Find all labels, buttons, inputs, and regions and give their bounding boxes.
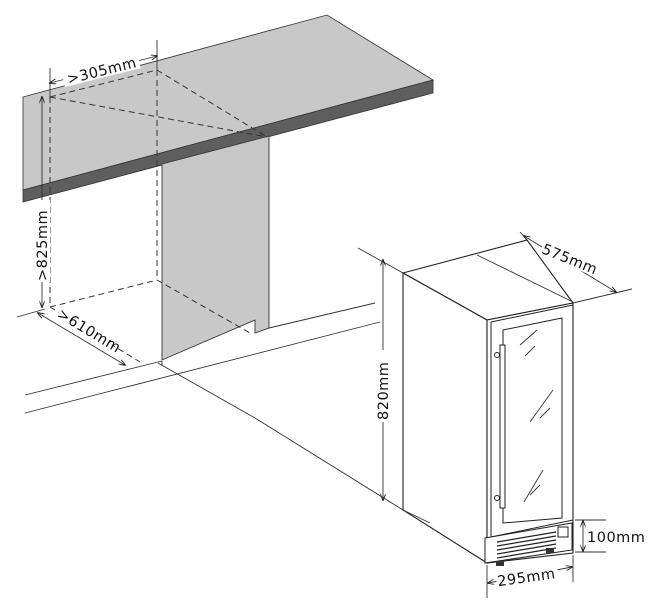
dimension-cutout-height: >825mm bbox=[34, 97, 51, 307]
floor-lines bbox=[16, 302, 404, 511]
countertop-edge bbox=[22, 79, 434, 203]
cutout-depth-label: >610mm bbox=[54, 306, 123, 356]
unit-width-label: 295mm bbox=[496, 566, 556, 590]
unit-height-label: 820mm bbox=[376, 362, 392, 420]
kickplate-height-label: 100mm bbox=[587, 530, 645, 546]
dimension-unit-height: 820mm bbox=[357, 247, 404, 500]
dimension-kickplate-height: 100mm bbox=[575, 519, 645, 553]
dimension-cutout-depth: >610mm bbox=[38, 304, 125, 365]
door-frame bbox=[490, 304, 574, 538]
cutout-height-label: >825mm bbox=[35, 210, 51, 281]
side-panel bbox=[161, 135, 270, 361]
door-handle bbox=[499, 344, 506, 509]
wine-cooler bbox=[401, 239, 574, 566]
glass-reflection bbox=[519, 329, 554, 503]
